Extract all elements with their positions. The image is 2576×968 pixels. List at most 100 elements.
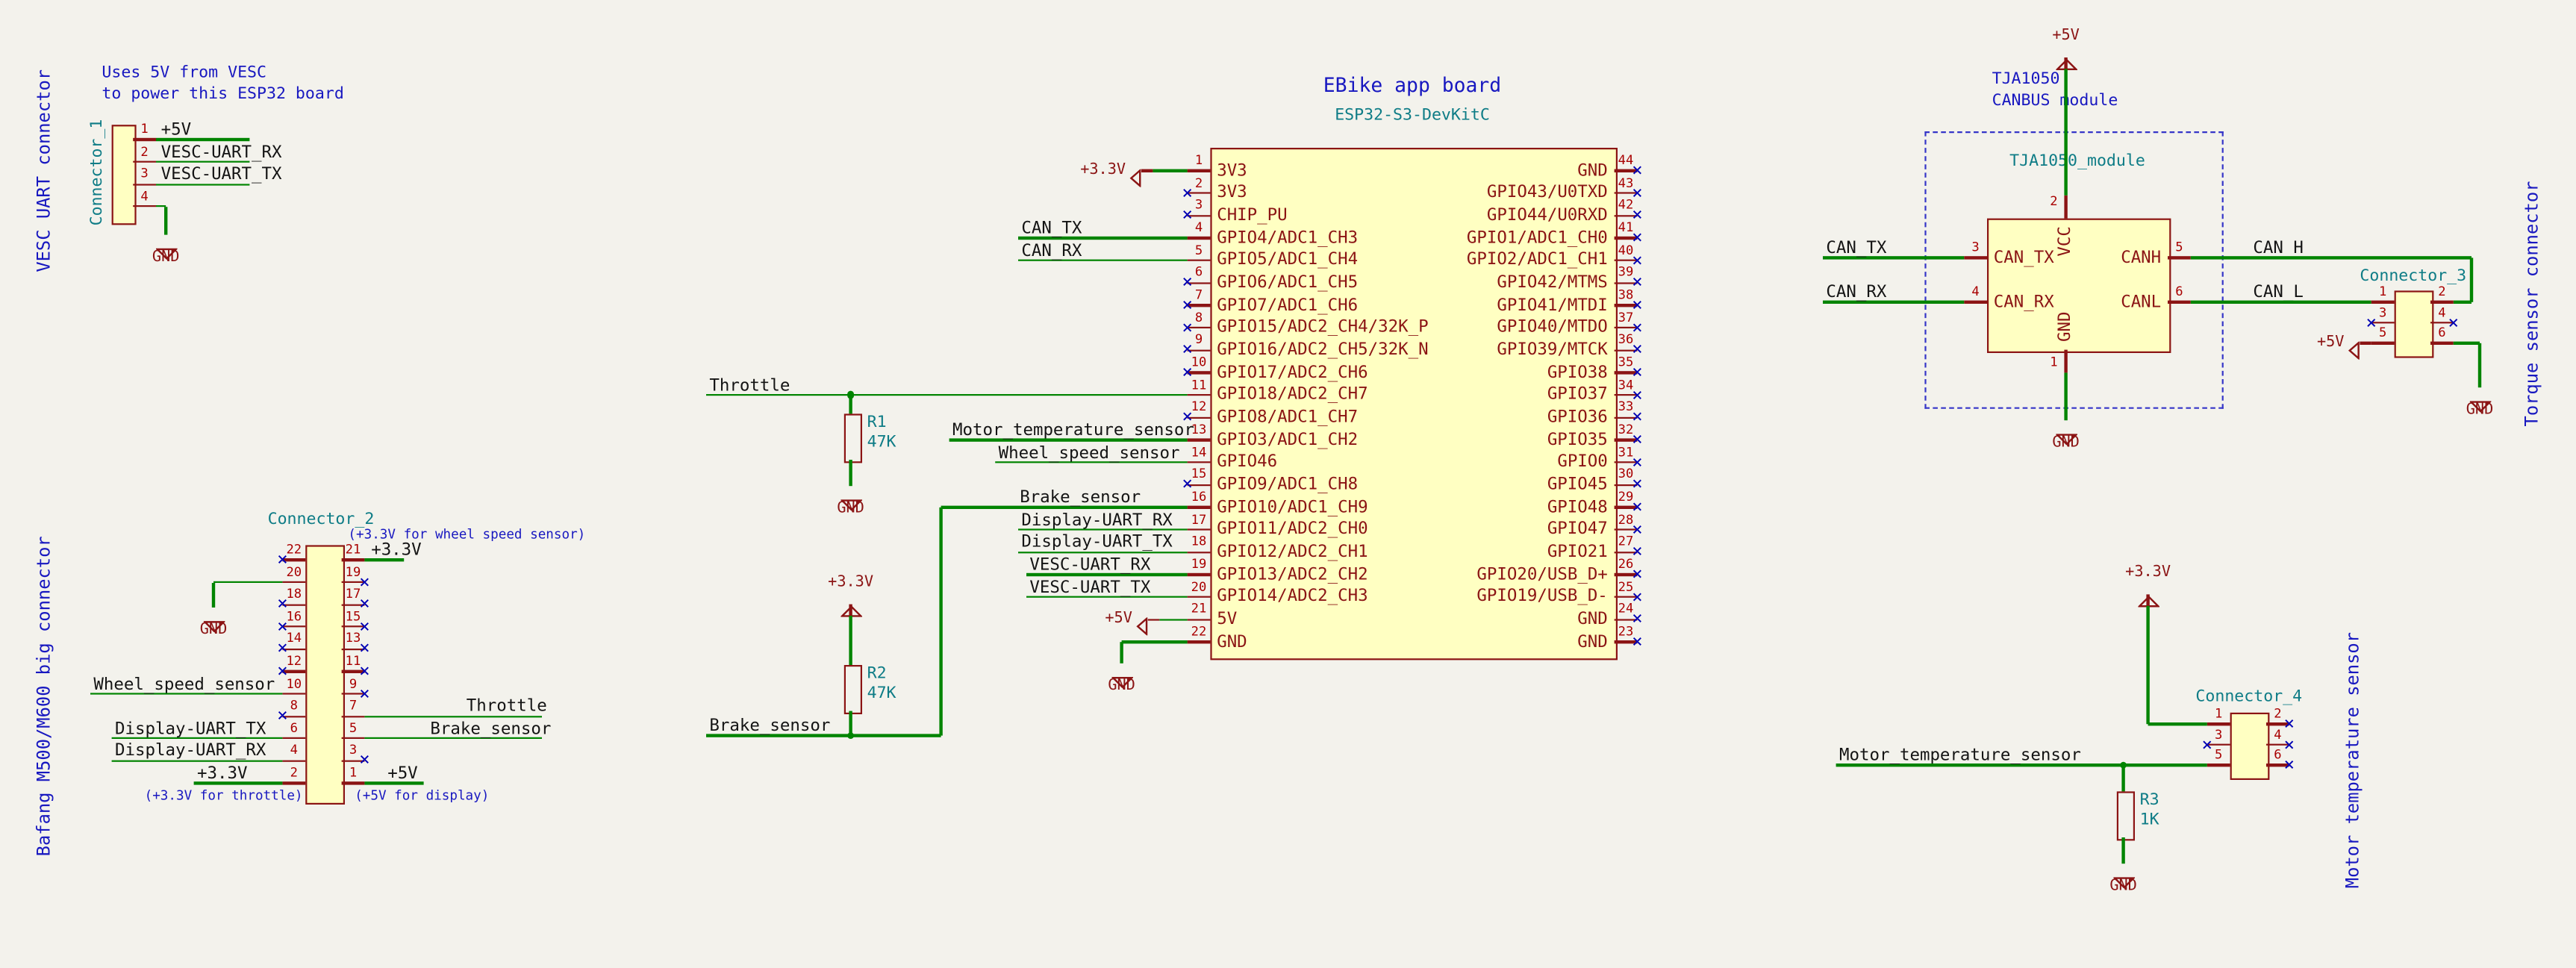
net-label-canh[interactable]: CAN_H	[2253, 240, 2304, 258]
connector4-pin-2[interactable]	[2266, 722, 2289, 725]
no-connect-icon[interactable]: ×	[277, 637, 288, 660]
no-connect-icon[interactable]: ×	[2201, 733, 2213, 755]
wire-Throttle[interactable]	[364, 715, 542, 717]
esp32-p3v3-stem[interactable]	[1141, 169, 1153, 172]
net-label-Wheel_speed_sensor[interactable]: Wheel_speed_sensor	[93, 675, 275, 694]
connector3-pin-6[interactable]	[2430, 342, 2454, 345]
no-connect-icon[interactable]: ×	[359, 749, 370, 771]
net-label-VESC-UART_TX[interactable]: VESC-UART_TX	[160, 166, 282, 184]
wire-can_tx[interactable]	[1823, 257, 1965, 259]
no-connect-icon[interactable]: ×	[1632, 226, 1643, 249]
no-connect-icon[interactable]: ×	[2283, 712, 2295, 734]
no-connect-icon[interactable]: ×	[2283, 733, 2295, 755]
no-connect-icon[interactable]: ×	[1632, 608, 1643, 630]
wire-Display-UART_TX[interactable]	[111, 737, 283, 740]
no-connect-icon[interactable]: ×	[277, 548, 288, 570]
esp32-pin-4[interactable]	[1187, 237, 1211, 240]
no-connect-icon[interactable]: ×	[277, 593, 288, 615]
r2-p3v3-stem[interactable]	[849, 604, 852, 616]
no-connect-icon[interactable]: ×	[277, 705, 288, 726]
no-connect-icon[interactable]: ×	[1632, 293, 1643, 316]
connector2-pin-15[interactable]	[341, 625, 365, 628]
wire-VESC-UART_TX[interactable]	[156, 183, 250, 186]
wire-CAN_H[interactable]	[2190, 257, 2471, 259]
esp32-pin-43[interactable]	[1614, 192, 1638, 195]
no-connect-icon[interactable]: ×	[1632, 585, 1643, 608]
r3-gnd-symbol[interactable]	[2112, 864, 2136, 889]
tja-pin-can_tx[interactable]	[1964, 257, 1987, 259]
net-label-+5V[interactable]: +5V	[160, 121, 192, 140]
connector2-pin-19[interactable]	[341, 581, 365, 584]
wire-Brake_sensor[interactable]	[941, 506, 1188, 509]
net-label-+5V[interactable]: +5V	[387, 765, 418, 784]
esp32-pin-31[interactable]	[1614, 461, 1638, 463]
net-label-canl[interactable]: CAN_L	[2253, 284, 2304, 302]
no-connect-icon[interactable]: ×	[1632, 316, 1643, 338]
wire-CAN_H[interactable]	[2453, 301, 2471, 304]
esp32-pin-30[interactable]	[1614, 484, 1638, 487]
esp32-pin-19[interactable]	[1187, 573, 1211, 576]
connector3-p5v-symbol[interactable]	[2348, 334, 2360, 360]
wire-Wheel_speed_sensor[interactable]	[90, 693, 283, 696]
net-label-Brake_sensor[interactable]: Brake_sensor	[1020, 489, 1141, 508]
connector2-body[interactable]	[305, 545, 345, 805]
esp32-pin-17[interactable]	[1187, 528, 1211, 531]
wire-r1[interactable]	[849, 460, 852, 487]
esp32-pin-11[interactable]	[1187, 394, 1211, 396]
esp32-pin-42[interactable]	[1614, 214, 1638, 217]
wire-gnd[interactable]	[213, 581, 283, 584]
net-label-Display-UART_RX[interactable]: Display-UART_RX	[115, 743, 266, 761]
no-connect-icon[interactable]: ×	[1632, 338, 1643, 360]
r3-body[interactable]	[2115, 791, 2134, 841]
esp32-pin-28[interactable]	[1614, 528, 1638, 531]
esp32-pin-44[interactable]	[1614, 169, 1638, 172]
no-connect-icon[interactable]: ×	[1182, 361, 1193, 383]
esp32-p3v3-symbol[interactable]	[1129, 162, 1141, 187]
wire-gnd[interactable]	[2065, 372, 2067, 421]
connector2-pin-18[interactable]	[282, 603, 306, 606]
connector3-pin-3[interactable]	[2371, 321, 2395, 324]
no-connect-icon[interactable]: ×	[1632, 361, 1643, 383]
esp32-pin-36[interactable]	[1614, 349, 1638, 352]
esp32-pin-40[interactable]	[1614, 259, 1638, 262]
connector2-pin-9[interactable]	[341, 693, 365, 696]
wire-5v[interactable]	[1159, 618, 1188, 621]
wire-VESC-UART_RX[interactable]	[156, 160, 250, 163]
no-connect-icon[interactable]: ×	[1632, 204, 1643, 226]
no-connect-icon[interactable]: ×	[1182, 406, 1193, 428]
no-connect-icon[interactable]: ×	[1632, 518, 1643, 540]
r1-body[interactable]	[843, 413, 861, 463]
connector4-pin-1[interactable]	[2207, 722, 2230, 725]
esp32-pin-16[interactable]	[1187, 506, 1211, 509]
wire-+3.3V[interactable]	[193, 782, 283, 784]
net-label-can_tx[interactable]: CAN_TX	[1826, 240, 1887, 258]
esp32-pin-12[interactable]	[1187, 416, 1211, 419]
net-label-Brake_sensor[interactable]: Brake_sensor	[430, 720, 552, 739]
wire-+5V[interactable]	[156, 138, 250, 141]
no-connect-icon[interactable]: ×	[359, 682, 370, 704]
tja-pin-canh[interactable]	[2168, 257, 2191, 259]
wire-r3[interactable]	[2122, 765, 2124, 792]
esp32-pin-20[interactable]	[1187, 596, 1211, 599]
no-connect-icon[interactable]: ×	[1632, 540, 1643, 563]
esp32-pin-38[interactable]	[1614, 304, 1638, 307]
connector3-body[interactable]	[2394, 290, 2434, 358]
net-label-Display-UART_TX[interactable]: Display-UART_TX	[1021, 534, 1173, 552]
connector2-pin-12[interactable]	[282, 670, 306, 673]
no-connect-icon[interactable]: ×	[1632, 496, 1643, 517]
esp32-pin-8[interactable]	[1187, 326, 1211, 329]
connector4-p3v3-symbol[interactable]	[2136, 583, 2160, 608]
connector2-pin-6[interactable]	[282, 737, 306, 740]
net-label-VESC-UART_TX[interactable]: VESC-UART_TX	[1029, 578, 1151, 598]
wire-Motor_temperature_sensor[interactable]	[949, 439, 1188, 441]
esp32-pin-34[interactable]	[1614, 394, 1638, 396]
wire-gnd[interactable]	[164, 206, 167, 235]
wire-r1[interactable]	[849, 395, 852, 414]
connector2-pin-3[interactable]	[341, 760, 365, 762]
connector4-body[interactable]	[2230, 712, 2270, 780]
connector2-pin-22[interactable]	[282, 558, 306, 561]
tja-gnd-symbol[interactable]	[2054, 420, 2078, 446]
esp32-body[interactable]	[1210, 148, 1618, 661]
wire-can_rx[interactable]	[1823, 301, 1965, 304]
connector2-pin-5[interactable]	[341, 737, 365, 740]
